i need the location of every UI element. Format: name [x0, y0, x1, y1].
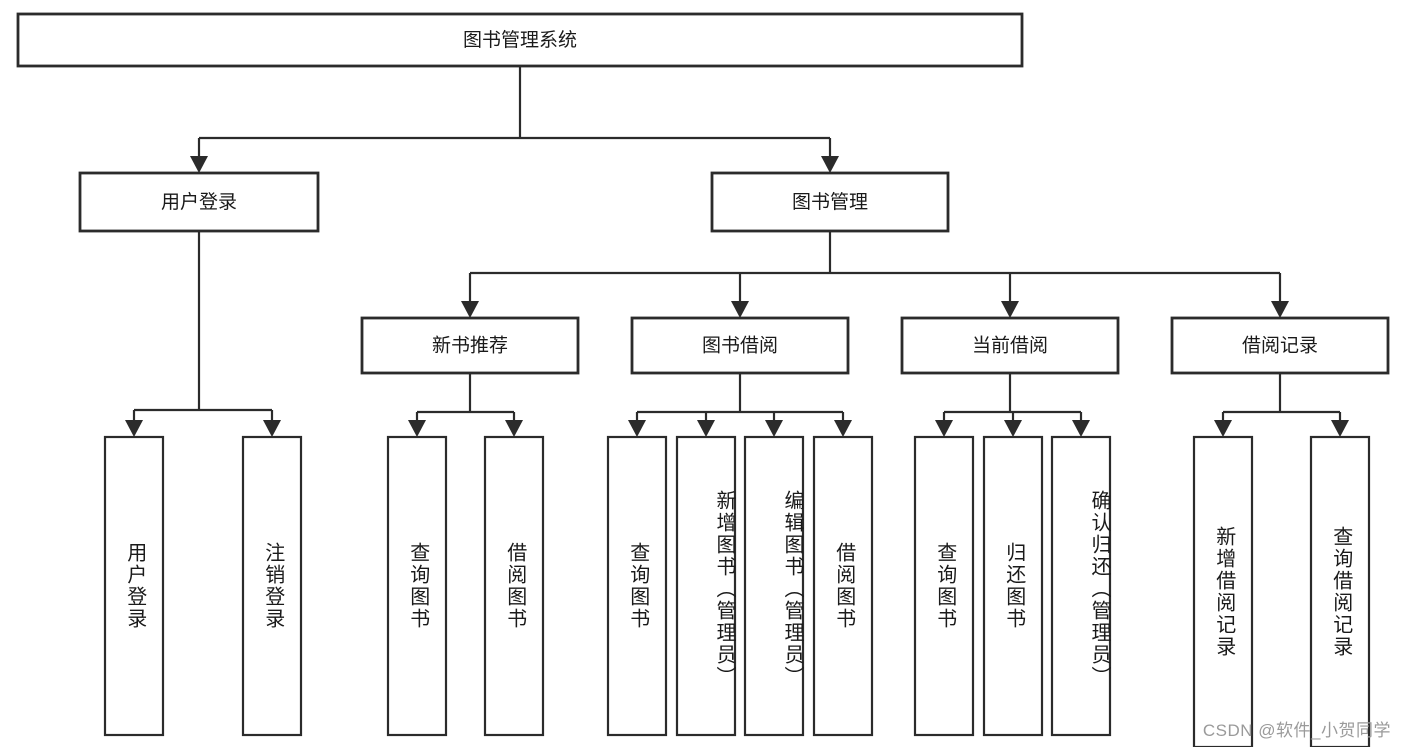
arrow-head-icon: [1331, 420, 1349, 437]
watermark: CSDN @软件_小贺同学: [1202, 721, 1391, 740]
arrow-head-icon: [1271, 301, 1289, 318]
node-box: [1309, 435, 1371, 747]
node-current-borrow[interactable]: 当前借阅: [900, 316, 1120, 375]
arrow-head-icon: [263, 420, 281, 437]
node-new-book-rec[interactable]: 新书推荐: [360, 316, 580, 375]
connector-layer: [125, 66, 1349, 437]
node-leaf-query-record[interactable]: [1309, 435, 1371, 747]
node-box: [675, 435, 737, 737]
node-leaf-borrow-query-book[interactable]: [606, 435, 668, 737]
arrow-head-icon: [190, 156, 208, 173]
node-box: [606, 435, 668, 737]
node-leaf-borrow-book[interactable]: [812, 435, 874, 737]
node-book-manage[interactable]: 图书管理: [710, 171, 950, 233]
node-box: [900, 316, 1120, 375]
node-box: [386, 435, 448, 737]
arrow-head-icon: [1072, 420, 1090, 437]
node-label: 图书管理系统: [463, 29, 577, 51]
node-box: [710, 171, 950, 233]
arrow-head-icon: [935, 420, 953, 437]
node-leaf-rec-query-book[interactable]: [386, 435, 448, 737]
node-box: [1050, 435, 1112, 737]
node-box: [913, 435, 975, 737]
node-box: [630, 316, 850, 375]
node-leaf-edit-book[interactable]: [743, 435, 805, 737]
arrow-head-icon: [821, 156, 839, 173]
node-box: [103, 435, 165, 737]
arrow-head-icon: [1214, 420, 1232, 437]
arrow-head-icon: [697, 420, 715, 437]
node-leaf-user-login[interactable]: [103, 435, 165, 737]
arrow-head-icon: [1004, 420, 1022, 437]
arrow-head-icon: [731, 301, 749, 318]
node-box: [360, 316, 580, 375]
node-label: 图书借阅: [702, 335, 778, 357]
node-box: [1170, 316, 1390, 375]
arrow-head-icon: [628, 420, 646, 437]
node-box: [241, 435, 303, 737]
node-box: [483, 435, 545, 737]
node-box: [812, 435, 874, 737]
arrow-head-icon: [1001, 301, 1019, 318]
node-box: [1192, 435, 1254, 747]
node-book-borrow[interactable]: 图书借阅: [630, 316, 850, 375]
arrow-head-icon: [834, 420, 852, 437]
node-label: 图书管理: [792, 191, 868, 213]
node-label: 当前借阅: [972, 335, 1048, 357]
node-label: 借阅记录: [1242, 335, 1318, 357]
node-box: [743, 435, 805, 737]
node-leaf-cur-query-book[interactable]: [913, 435, 975, 737]
node-borrow-record[interactable]: 借阅记录: [1170, 316, 1390, 375]
node-box: [78, 171, 320, 233]
node-box: [982, 435, 1044, 737]
arrow-head-icon: [461, 301, 479, 318]
node-user-login[interactable]: 用户登录: [78, 171, 320, 233]
arrow-head-icon: [408, 420, 426, 437]
arrow-head-icon: [505, 420, 523, 437]
node-leaf-add-book[interactable]: [675, 435, 737, 737]
node-leaf-add-record[interactable]: [1192, 435, 1254, 747]
arrow-head-icon: [125, 420, 143, 437]
node-label: 新书推荐: [432, 335, 508, 357]
node-leaf-return-book[interactable]: [982, 435, 1044, 737]
node-leaf-rec-borrow-book[interactable]: [483, 435, 545, 737]
node-leaf-user-logout[interactable]: [241, 435, 303, 737]
node-root[interactable]: 图书管理系统: [16, 12, 1024, 68]
node-leaf-confirm-return[interactable]: [1050, 435, 1112, 737]
arrow-head-icon: [765, 420, 783, 437]
node-box: [16, 12, 1024, 68]
node-label: 用户登录: [161, 191, 237, 213]
